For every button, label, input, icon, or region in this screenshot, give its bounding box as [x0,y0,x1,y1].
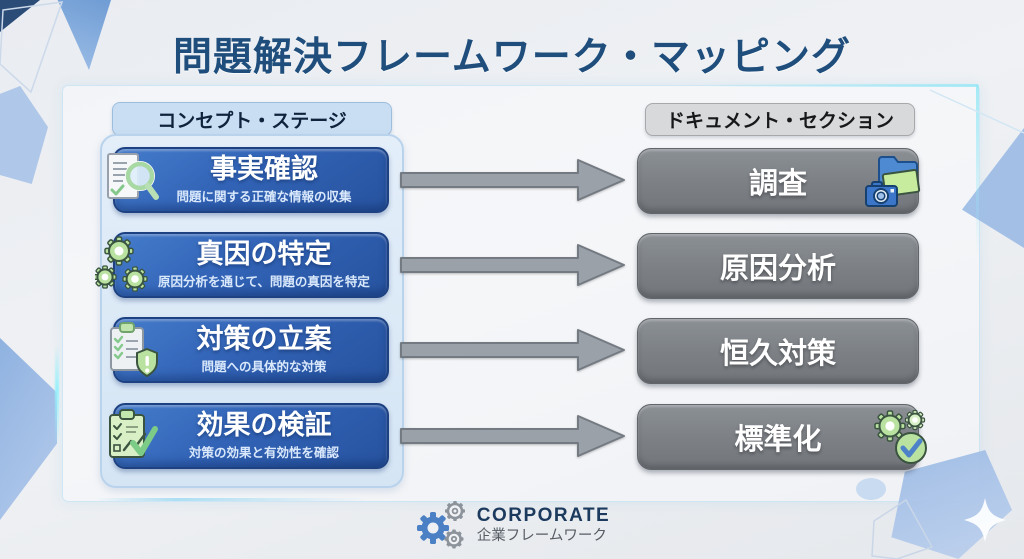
stage-box-effect-verification: 効果の検証 対策の効果と有効性を確認 [109,403,389,469]
footer-logo: CORPORATE 企業フレームワーク [0,501,1024,551]
section-box-cause-analysis: 原因分析 [637,233,919,299]
section-box-investigation: 調査 [637,148,921,214]
section-box-standardization: 標準化 [637,404,927,470]
page-title: 問題解決フレームワーク・マッピング [172,36,852,79]
stage-title: 真因の特定 [196,239,332,269]
document-section-header: ドキュメント・セクション [645,103,915,136]
section-label: 調査 [748,168,807,200]
stage-subtitle: 原因分析を通じて、問題の真因を特定 [158,275,370,290]
section-label: 原因分析 [719,253,836,285]
footer-tagline: 企業フレームワーク [476,528,607,545]
gear-check-icon [874,409,927,464]
stage-subtitle: 問題に関する正確な情報の収集 [176,190,352,205]
section-label: 標準化 [734,424,822,456]
folder-camera-icon [865,156,921,207]
footer-brand: CORPORATE [476,505,611,527]
stage-title: 効果の検証 [196,410,332,440]
stage-box-root-cause: 真因の特定 原因分析を通じて、問題の真因を特定 [95,232,389,298]
decor-left-glow-line [55,345,59,445]
document-search-icon [107,153,159,200]
corporate-gears-logo-icon [416,501,465,549]
stage-subtitle: 問題への具体的な対策 [201,360,327,375]
clipboard-chart-check-icon [109,409,158,458]
concept-stage-header: コンセプト・ステージ [112,102,392,136]
stage-box-countermeasure-plan: 対策の立案 問題への具体的な対策 [110,317,389,383]
stage-box-fact-check: 事実確認 問題に関する正確な情報の収集 [107,147,389,213]
gears-icon [95,236,148,292]
decor-left-polygon [0,338,57,520]
arrow-right-icon [400,415,625,457]
section-box-permanent-countermeasure: 恒久対策 [637,318,919,384]
arrow-right-icon [400,159,625,201]
stage-subtitle: 対策の効果と有効性を確認 [188,446,339,461]
arrow-right-icon [400,329,625,371]
stage-title: 対策の立案 [196,324,332,354]
section-label: 恒久対策 [719,338,836,370]
decor-left-hexagon [0,86,48,184]
arrow-right-icon [400,244,625,286]
stage-title: 事実確認 [210,154,318,184]
clipboard-shield-icon [110,322,158,378]
